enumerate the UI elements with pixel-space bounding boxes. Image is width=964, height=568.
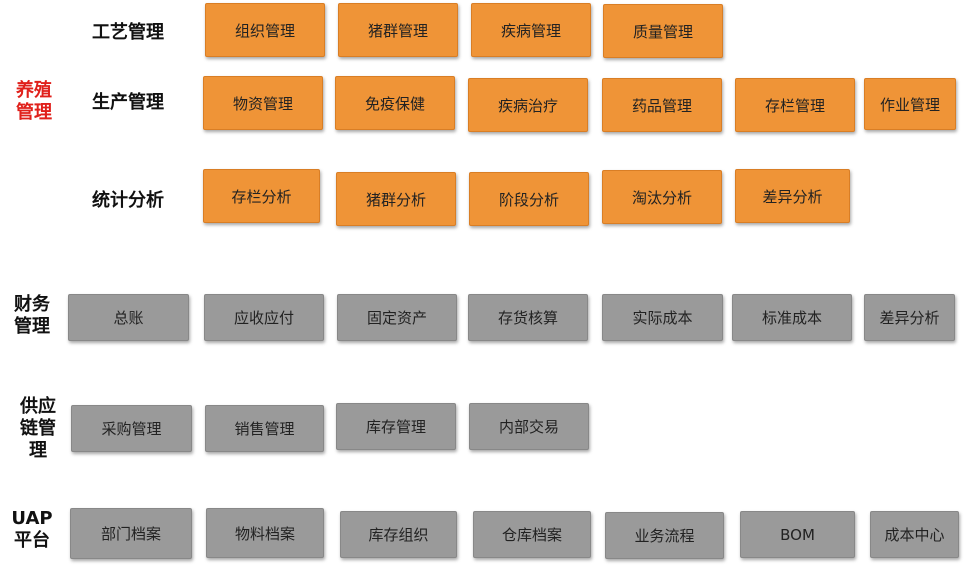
uap-item-cost-center[interactable]: 成本中心 — [870, 511, 959, 558]
production-management-label: 生产管理 — [92, 92, 164, 113]
uap-item-department-records[interactable]: 部门档案 — [70, 508, 192, 559]
production-item-stock-management[interactable]: 存栏管理 — [735, 78, 855, 132]
supply-item-purchasing[interactable]: 采购管理 — [71, 405, 192, 452]
section-supply-label: 供应链管理 — [20, 396, 56, 461]
process-item-herd-management[interactable]: 猪群管理 — [338, 3, 458, 57]
supply-item-inventory[interactable]: 库存管理 — [336, 403, 456, 450]
production-item-disease-treatment[interactable]: 疾病治疗 — [468, 78, 588, 132]
finance-item-actual-cost[interactable]: 实际成本 — [602, 294, 723, 341]
statistical-analysis-label: 统计分析 — [92, 190, 164, 211]
section-uap-label: UAP平台 — [11, 508, 53, 551]
process-management-label: 工艺管理 — [92, 22, 164, 43]
uap-item-inventory-org[interactable]: 库存组织 — [340, 511, 457, 558]
production-item-immunization[interactable]: 免疫保健 — [335, 76, 455, 130]
section-uap-platform: UAP平台 — [10, 508, 54, 552]
section-finance-management: 财务管理 — [10, 294, 54, 338]
production-item-materials[interactable]: 物资管理 — [203, 76, 323, 130]
finance-item-inventory-accounting[interactable]: 存货核算 — [468, 294, 588, 341]
supply-item-sales[interactable]: 销售管理 — [205, 405, 324, 452]
production-item-task-management[interactable]: 作业管理 — [864, 78, 956, 130]
process-item-quality-management[interactable]: 质量管理 — [603, 4, 723, 58]
finance-item-standard-cost[interactable]: 标准成本 — [732, 294, 852, 341]
stats-item-stock-analysis[interactable]: 存栏分析 — [203, 169, 320, 223]
finance-item-variance-analysis[interactable]: 差异分析 — [864, 294, 955, 341]
uap-item-warehouse-records[interactable]: 仓库档案 — [473, 511, 591, 558]
section-finance-label: 财务管理 — [14, 294, 50, 337]
section-supply-chain-management: 供应链管理 — [16, 396, 60, 462]
stats-item-stage-analysis[interactable]: 阶段分析 — [469, 172, 589, 226]
process-item-disease-management[interactable]: 疾病管理 — [471, 3, 591, 57]
uap-item-material-records[interactable]: 物料档案 — [206, 508, 324, 558]
finance-item-receivable-payable[interactable]: 应收应付 — [204, 294, 324, 341]
supply-item-internal-transaction[interactable]: 内部交易 — [469, 403, 589, 450]
stats-item-herd-analysis[interactable]: 猪群分析 — [336, 172, 456, 226]
uap-item-bom[interactable]: BOM — [740, 511, 855, 558]
process-item-org-management[interactable]: 组织管理 — [205, 3, 325, 57]
production-item-drug-management[interactable]: 药品管理 — [602, 78, 722, 132]
section-breeding-label: 养殖管理 — [16, 80, 52, 123]
section-breeding-management: 养殖管理 — [12, 80, 56, 124]
finance-item-fixed-assets[interactable]: 固定资产 — [337, 294, 457, 341]
stats-item-variance-analysis[interactable]: 差异分析 — [735, 169, 850, 223]
finance-item-general-ledger[interactable]: 总账 — [68, 294, 189, 341]
uap-item-business-process[interactable]: 业务流程 — [605, 512, 724, 559]
stats-item-culling-analysis[interactable]: 淘汰分析 — [602, 170, 722, 224]
